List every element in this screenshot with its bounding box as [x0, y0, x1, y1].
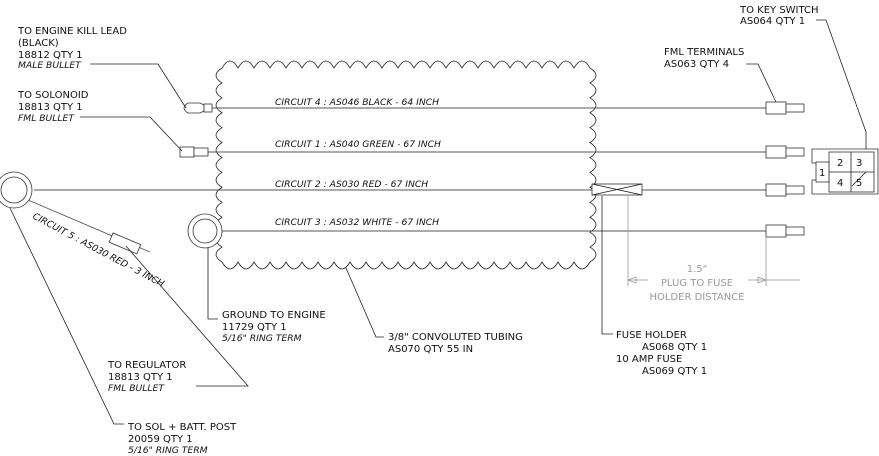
circuit-4-label: CIRCUIT 4 : AS046 BLACK - 64 INCH — [275, 97, 439, 108]
tubing-title: 3/8" CONVOLUTED TUBING — [388, 332, 523, 343]
ring-terminal-ground — [187, 213, 223, 249]
leader-tubing — [345, 267, 384, 338]
circuit-1-label: CIRCUIT 1 : AS040 GREEN - 67 INCH — [275, 139, 441, 150]
leader-kill-lead — [90, 63, 187, 109]
sol-batt-title: TO SOL + BATT. POST — [127, 422, 237, 433]
leader-fml-terminals — [746, 63, 777, 103]
fuse-holder-title: FUSE HOLDER — [616, 330, 687, 341]
fml-terminal-3 — [765, 183, 805, 197]
regulator-qty: 18813 QTY 1 — [108, 372, 173, 383]
female-bullet-connector — [179, 146, 209, 158]
kill-lead-sub: (BLACK) — [18, 38, 59, 49]
key-switch-title: TO KEY SWITCH — [739, 5, 819, 16]
leader-key-switch — [816, 19, 867, 149]
leader-fuse — [601, 196, 613, 335]
ground-qty: 11729 QTY 1 — [222, 322, 287, 333]
kill-lead-qty: 18812 QTY 1 — [18, 50, 83, 61]
fuse-holder-qty: AS068 QTY 1 — [642, 342, 707, 353]
convoluted-tubing-outline — [215, 60, 597, 270]
ground-title: GROUND TO ENGINE — [222, 310, 326, 321]
dimension-plug-to-fuse — [626, 196, 800, 286]
regulator-bullet-connector — [108, 232, 142, 255]
connector-pin-3: 3 — [856, 158, 862, 169]
kill-lead-title: TO ENGINE KILL LEAD — [17, 26, 127, 37]
leader-solenoid — [80, 116, 183, 152]
fml-terminal-4 — [765, 224, 805, 238]
tubing-qty: AS070 QTY 55 IN — [388, 344, 473, 355]
kill-lead-note: MALE BULLET — [18, 60, 82, 71]
leader-ground — [207, 248, 218, 320]
sol-batt-qty: 20059 QTY 1 — [128, 434, 193, 445]
dimension-line-1: PLUG TO FUSE — [661, 278, 733, 289]
ground-note: 5/16" RING TERM — [222, 333, 302, 344]
key-switch-connector — [811, 148, 879, 195]
fml-terminals-qty: AS063 QTY 4 — [664, 59, 729, 70]
dimension-line-2: HOLDER DISTANCE — [649, 292, 744, 303]
regulator-title: TO REGULATOR — [107, 360, 186, 371]
fuse-qty: AS069 QTY 1 — [642, 366, 707, 377]
circuit-2-label: CIRCUIT 2 : AS030 RED - 67 INCH — [275, 179, 428, 190]
regulator-note: FML BULLET — [108, 383, 165, 394]
leader-sol-batt — [9, 207, 124, 425]
connector-pin-5: 5 — [856, 178, 862, 189]
fml-terminals-title: FML TERMINALS — [664, 47, 744, 58]
fml-terminal-2 — [765, 145, 805, 159]
key-switch-qty: AS064 QTY 1 — [740, 16, 805, 27]
fuse-title: 10 AMP FUSE — [616, 354, 682, 365]
fml-terminal-1 — [765, 101, 805, 115]
solenoid-qty: 18813 QTY 1 — [18, 102, 83, 113]
solenoid-note: FML BULLET — [18, 113, 75, 124]
circuit-3-label: CIRCUIT 3 : AS032 WHITE - 67 INCH — [275, 217, 439, 228]
leader-regulator — [125, 245, 249, 387]
dimension-value: 1.5" — [687, 264, 708, 275]
ring-terminal-battery — [0, 171, 33, 209]
fuse-holder — [591, 183, 643, 196]
male-bullet-connector — [183, 102, 213, 114]
solenoid-title: TO SOLONOID — [17, 90, 89, 101]
connector-pin-1: 1 — [819, 168, 825, 179]
connector-pin-4: 4 — [837, 178, 843, 189]
sol-batt-note: 5/16" RING TERM — [128, 445, 208, 456]
connector-pin-2: 2 — [837, 158, 843, 169]
